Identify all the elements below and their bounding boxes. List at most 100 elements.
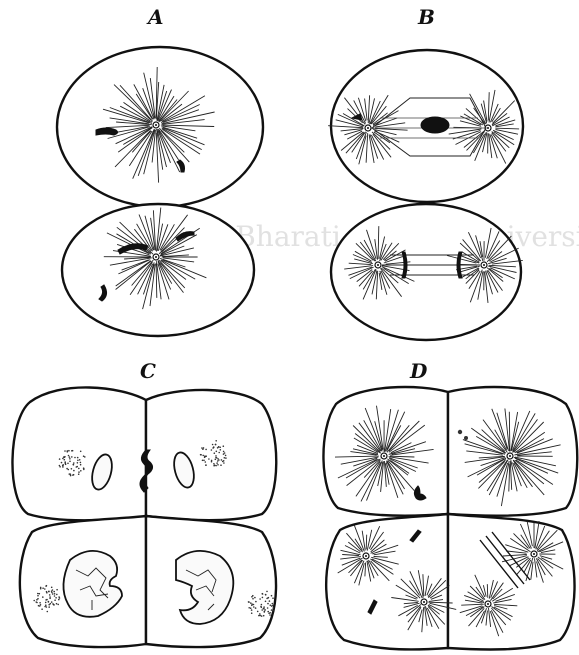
- stipple-dot: [83, 469, 85, 471]
- stipple-dot: [215, 457, 217, 459]
- stipple-dot: [202, 455, 204, 457]
- metaphase-plate: [421, 117, 449, 133]
- stipple-dot: [52, 589, 54, 591]
- stipple-dot: [48, 601, 50, 603]
- stipple-dot: [223, 460, 225, 462]
- stipple-dot: [68, 450, 70, 452]
- stipple-dot: [259, 613, 261, 615]
- granule: [458, 430, 462, 434]
- stipple-dot: [71, 456, 73, 458]
- stipple-dot: [218, 452, 220, 454]
- cell-c-top-right: [146, 390, 276, 520]
- stipple-dot: [49, 596, 51, 598]
- stipple-dot: [62, 464, 64, 466]
- stipple-dot: [64, 450, 66, 452]
- stipple-dot: [261, 615, 263, 617]
- stipple-dot: [219, 447, 221, 449]
- centriole-dot: [423, 601, 425, 603]
- stipple-dot: [259, 615, 261, 617]
- stipple-dot: [269, 614, 271, 616]
- stipple-dot: [65, 462, 67, 464]
- stipple-dot: [45, 604, 47, 606]
- aster-ray: [487, 584, 488, 598]
- stipple-dot: [220, 449, 222, 451]
- stipple-dot: [255, 607, 257, 609]
- stipple-dot: [208, 458, 210, 460]
- stipple-dot: [64, 459, 66, 461]
- stipple-dot: [223, 451, 225, 453]
- stipple-dot: [248, 607, 250, 609]
- stipple-dot: [263, 608, 265, 610]
- stipple-dot: [251, 596, 253, 598]
- centriole-dot: [377, 264, 379, 266]
- stipple-dot: [73, 474, 75, 476]
- panel-b: [328, 50, 523, 340]
- stipple-dot: [262, 593, 264, 595]
- stipple-dot: [264, 609, 266, 611]
- stipple-dot: [63, 456, 65, 458]
- stipple-dot: [215, 444, 217, 446]
- stipple-dot: [49, 594, 51, 596]
- stipple-dot: [254, 597, 256, 599]
- stipple-dot: [40, 604, 42, 606]
- stipple-dot: [46, 599, 48, 601]
- stipple-dot: [54, 593, 56, 595]
- stipple-dot: [69, 458, 71, 460]
- stipple-dot: [221, 459, 223, 461]
- stipple-dot: [42, 596, 44, 598]
- stipple-dot: [251, 609, 253, 611]
- stipple-dot: [220, 464, 222, 466]
- stipple-dot: [215, 459, 217, 461]
- stipple-dot: [56, 594, 58, 596]
- centriole-dot: [383, 455, 385, 457]
- stipple-dot: [73, 464, 75, 466]
- stipple-dot: [77, 462, 79, 464]
- stipple-dot: [223, 453, 225, 455]
- panel-a: [57, 47, 263, 336]
- stipple-dot: [74, 457, 76, 459]
- stipple-dot: [202, 460, 204, 462]
- stipple-dot: [67, 450, 69, 452]
- stipple-dot: [263, 606, 265, 608]
- stipple-dot: [83, 455, 85, 457]
- stipple-dot: [36, 599, 38, 601]
- stipple-dot: [215, 455, 217, 457]
- stipple-dot: [251, 612, 253, 614]
- stipple-dot: [76, 466, 78, 468]
- stipple-dot: [69, 456, 71, 458]
- cell-a-upper: [57, 47, 263, 207]
- stipple-dot: [62, 458, 64, 460]
- stipple-dot: [70, 473, 72, 475]
- stipple-dot: [73, 470, 75, 472]
- stipple-dot: [51, 587, 53, 589]
- stipple-dot: [56, 603, 58, 605]
- stipple-dot: [212, 444, 214, 446]
- stipple-dot: [250, 602, 252, 604]
- panel-label-a: A: [146, 5, 164, 29]
- stipple-dot: [263, 615, 265, 617]
- stipple-dot: [54, 595, 56, 597]
- stipple-dot: [39, 602, 41, 604]
- stipple-dot: [268, 597, 270, 599]
- centriole-dot: [365, 555, 367, 557]
- stipple-dot: [225, 455, 227, 457]
- chromosome: [96, 128, 118, 135]
- stipple-dot: [38, 605, 40, 607]
- stipple-dot: [37, 595, 39, 597]
- stipple-dot: [267, 603, 269, 605]
- stipple-dot: [273, 607, 275, 609]
- stipple-dot: [41, 608, 43, 610]
- stipple-dot: [251, 603, 253, 605]
- stipple-dot: [37, 593, 39, 595]
- stipple-dot: [269, 612, 271, 614]
- stipple-dot: [40, 587, 42, 589]
- stipple-dot: [201, 447, 203, 449]
- stipple-dot: [217, 464, 219, 466]
- centriole-dot: [509, 455, 511, 457]
- stipple-dot: [262, 597, 264, 599]
- stipple-dot: [51, 601, 53, 603]
- panel-d: [323, 387, 577, 650]
- stipple-dot: [261, 609, 263, 611]
- panel-label-c: C: [140, 359, 156, 383]
- stipple-dot: [55, 597, 57, 599]
